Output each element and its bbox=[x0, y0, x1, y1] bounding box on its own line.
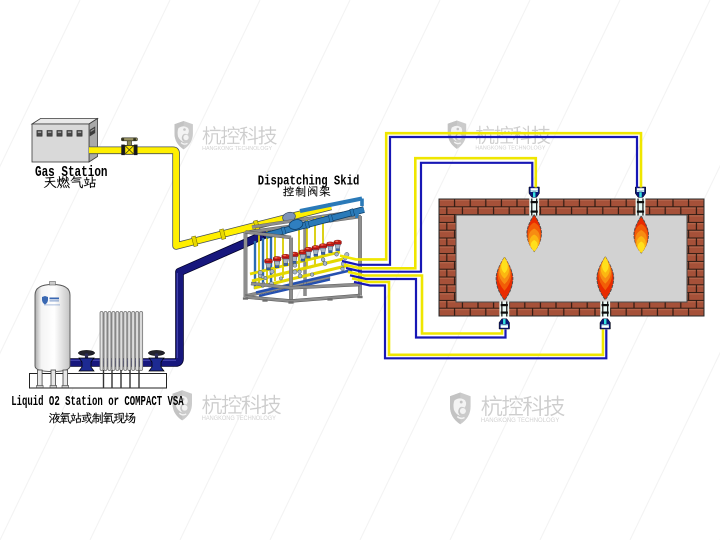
svg-text:HANGKONG TECHNOLOGY: HANGKONG TECHNOLOGY bbox=[202, 416, 276, 422]
svg-text:Dispatching Skid: Dispatching Skid bbox=[258, 174, 360, 190]
svg-text:HANGKONG TECHNOLOGY: HANGKONG TECHNOLOGY bbox=[481, 417, 560, 424]
svg-text:Gas Station: Gas Station bbox=[35, 165, 108, 181]
svg-text:HANGKONG TECHNOLOGY: HANGKONG TECHNOLOGY bbox=[202, 146, 272, 152]
svg-text:Liquid O2 Station or COMPACT V: Liquid O2 Station or COMPACT VSA bbox=[11, 395, 184, 410]
svg-text:HANGKONG TECHNOLOGY: HANGKONG TECHNOLOGY bbox=[475, 145, 545, 151]
